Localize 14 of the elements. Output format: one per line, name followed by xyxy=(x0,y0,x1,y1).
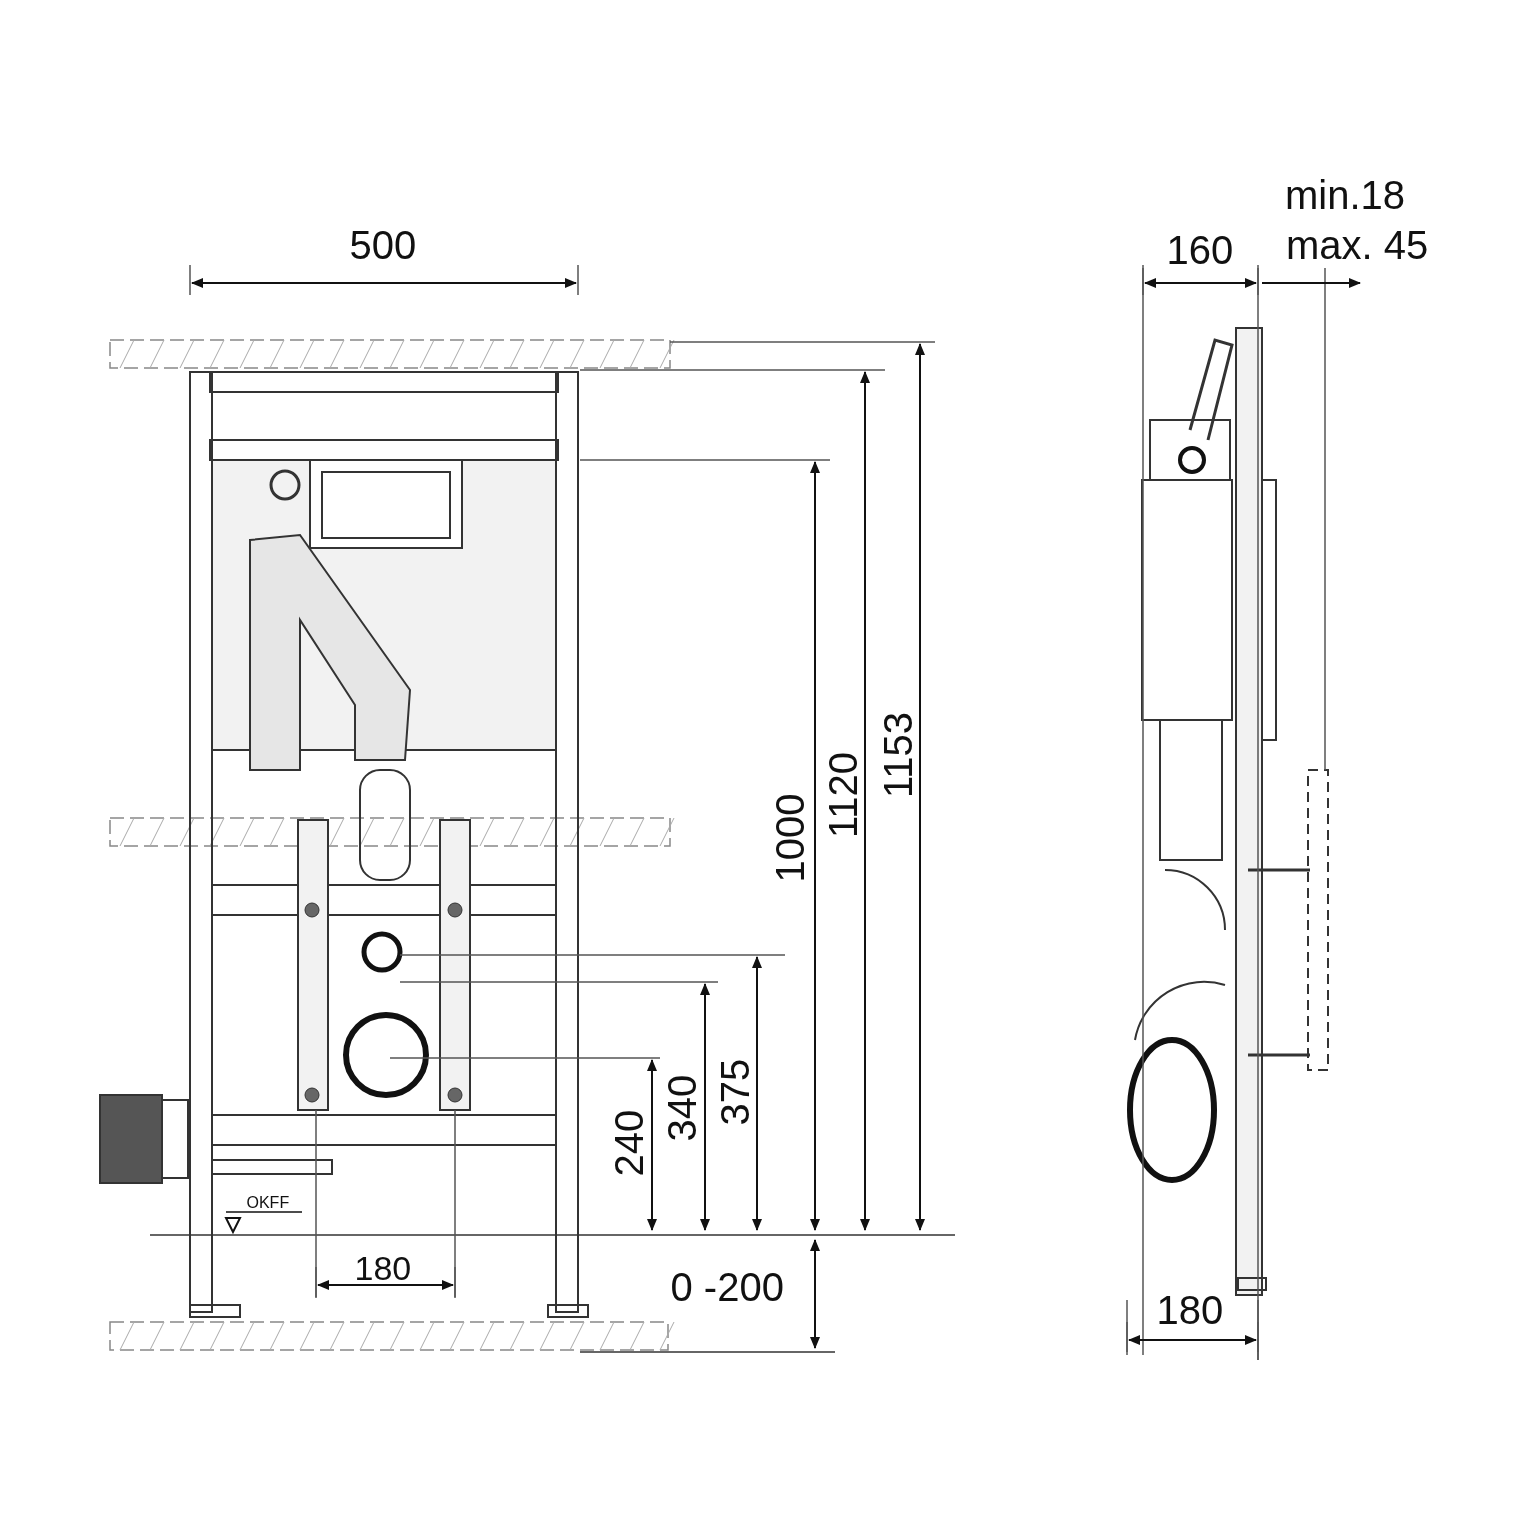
dimension-label: 0 -200 xyxy=(670,1267,784,1307)
dimension-label: 340 xyxy=(661,1074,702,1142)
dimension-label: 240 xyxy=(608,1109,649,1177)
dimension-label: 375 xyxy=(714,1058,755,1126)
dimension-label: 180 xyxy=(354,1251,412,1285)
dimension-label: 160 xyxy=(1166,230,1234,270)
dimension-label: OKFF xyxy=(246,1195,290,1211)
dimension-label: max. 45 xyxy=(1286,225,1429,265)
dimension-label: 1153 xyxy=(878,712,918,798)
dimension-label: 180 xyxy=(1156,1290,1224,1330)
dimension-label: min.18 xyxy=(1285,175,1406,215)
dimension-label: 1000 xyxy=(770,793,810,883)
dimension-label: 500 xyxy=(349,225,417,265)
dimension-label: 1120 xyxy=(823,752,863,838)
